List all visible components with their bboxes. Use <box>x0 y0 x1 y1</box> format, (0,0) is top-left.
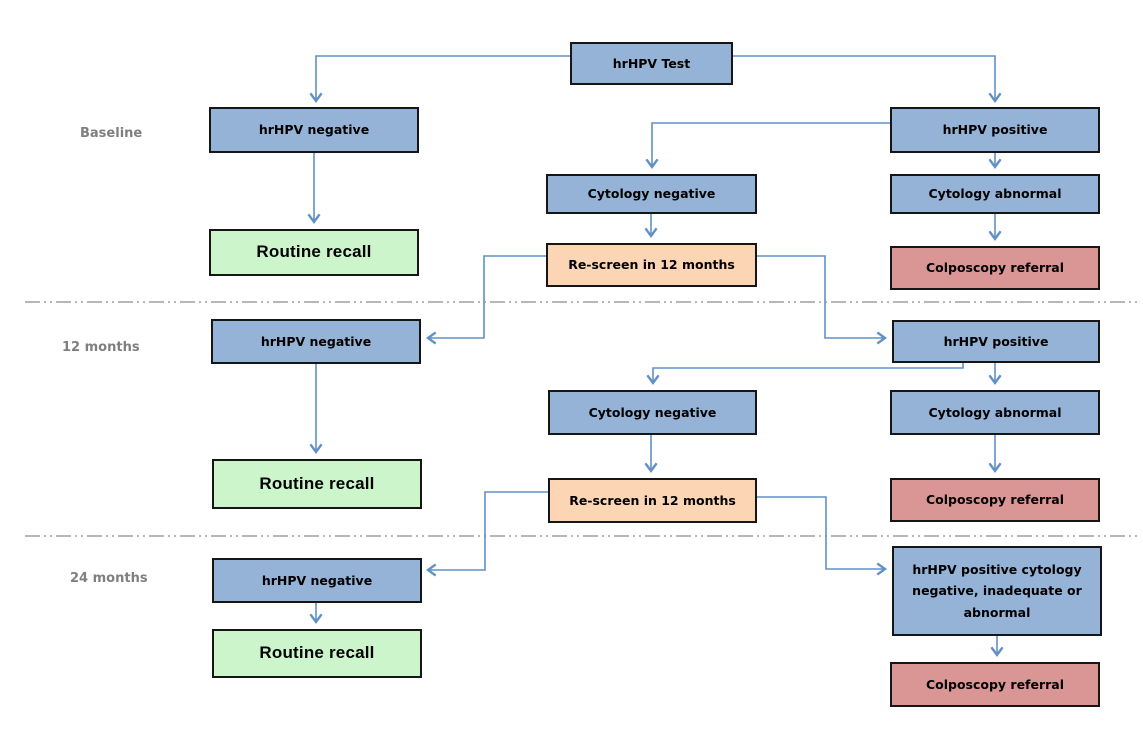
node-baseline-hrhpv-negative: hrHPV negative <box>209 107 419 153</box>
row-label-24-months: 24 months <box>70 571 148 586</box>
node-baseline-routine-recall: Routine recall <box>209 229 419 276</box>
node-baseline-cytology-abnormal: Cytology abnormal <box>890 174 1100 214</box>
node-12m-colposcopy-referral: Colposcopy referral <box>890 478 1100 522</box>
node-12m-hrhpv-positive: hrHPV positive <box>892 320 1100 363</box>
node-24m-hrhpv-positive-cytology: hrHPV positive cytology negative, inadeq… <box>892 546 1102 636</box>
node-12m-hrhpv-negative: hrHPV negative <box>211 319 421 364</box>
node-12m-rescreen-12-months: Re-screen in 12 months <box>548 478 757 523</box>
node-12m-cytology-negative: Cytology negative <box>548 390 757 435</box>
node-hrhpv-test: hrHPV Test <box>570 42 733 85</box>
node-baseline-colposcopy-referral: Colposcopy referral <box>890 246 1100 290</box>
node-24m-colposcopy-referral: Colposcopy referral <box>890 662 1100 707</box>
node-12m-routine-recall: Routine recall <box>212 459 422 509</box>
node-baseline-cytology-negative: Cytology negative <box>546 174 757 214</box>
node-12m-cytology-abnormal: Cytology abnormal <box>890 390 1100 435</box>
row-label-baseline: Baseline <box>80 126 143 141</box>
node-24m-routine-recall: Routine recall <box>212 629 422 678</box>
node-24m-hrhpv-negative: hrHPV negative <box>212 558 422 603</box>
node-baseline-rescreen-12-months: Re-screen in 12 months <box>546 243 757 287</box>
node-baseline-hrhpv-positive: hrHPV positive <box>890 107 1100 153</box>
row-label-12-months: 12 months <box>62 340 140 355</box>
